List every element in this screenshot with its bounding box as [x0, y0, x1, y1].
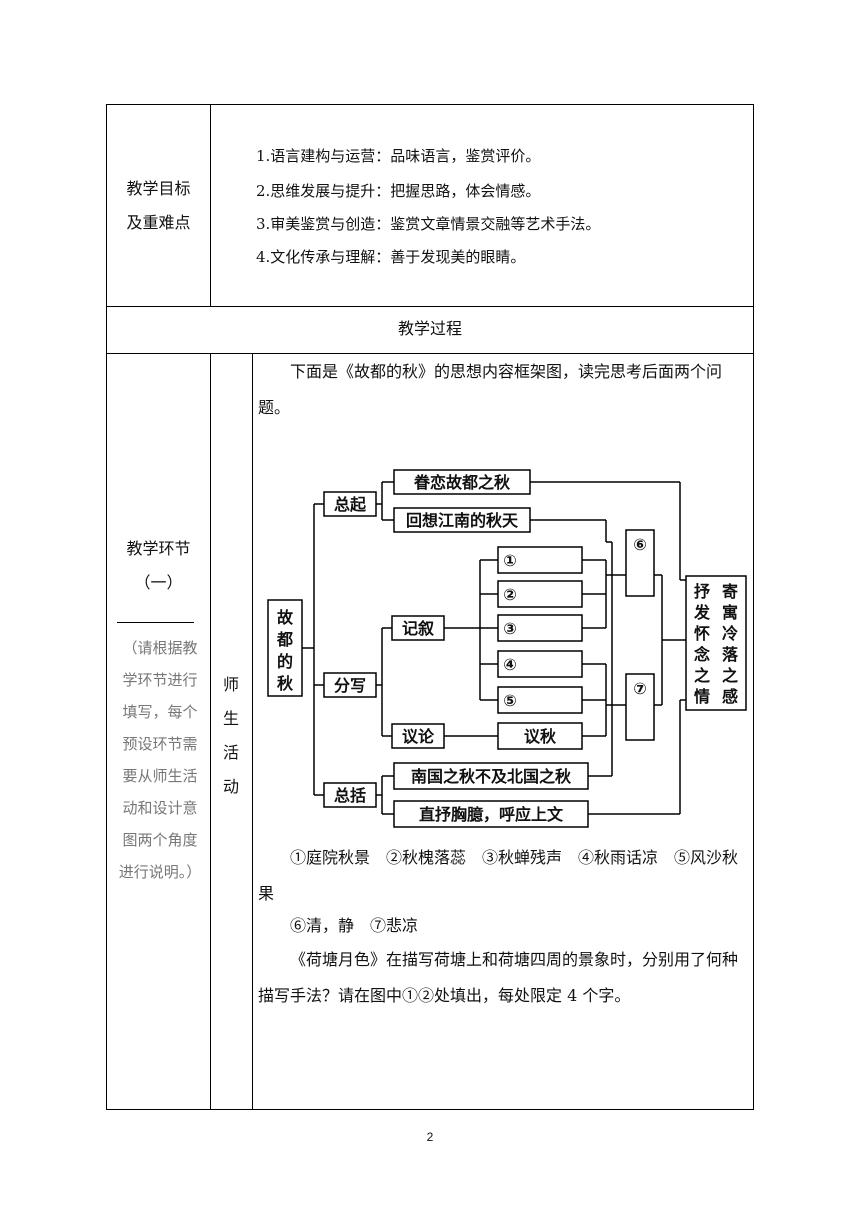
root-char: 秋: [277, 674, 294, 693]
mid-label-6: ⑥: [633, 535, 647, 554]
yilun-box: [391, 723, 445, 749]
section-note: （请根据教 学环节进行 填写，每个 预设环节需 要从师生活 动和设计意 图两个角…: [110, 632, 210, 888]
mid-box-6: [625, 529, 655, 597]
zongqi-box: [323, 491, 377, 517]
answers-line-1: ①庭院秋景 ②秋槐落蕊 ③秋蝉残声 ④秋雨话凉 ⑤风沙秋果: [258, 848, 739, 903]
activity-char: 动: [222, 777, 239, 796]
blank-label-3: ③: [503, 619, 517, 638]
activity-char: 生: [222, 709, 239, 728]
note-line: 图两个角度: [122, 831, 198, 849]
table-border-right: [753, 104, 754, 1110]
goals-label-line2: 及重难点: [126, 213, 191, 232]
answers-line-2: ⑥清，静 ⑦悲凉: [290, 916, 419, 935]
table-row-divider-1: [106, 306, 754, 307]
blank-label-4: ④: [503, 655, 517, 674]
fenxie-label: 分写: [334, 676, 366, 695]
final-col1-char: 怀: [694, 624, 710, 643]
blank-label-1: ①: [503, 551, 517, 570]
table-border-bottom: [106, 1109, 754, 1110]
final-col1-char: 之: [694, 666, 710, 685]
zongkuo-item-box: [393, 762, 589, 790]
section-title-line2: （一）: [134, 573, 183, 592]
final-col2-char: 落: [722, 645, 739, 664]
final-col1-char: 发: [693, 603, 711, 622]
goal-item-1: 1.语言建构与运营：品味语言，鉴赏评价。: [256, 147, 541, 165]
yiqiu-box: [497, 722, 583, 750]
blank-box: [497, 580, 583, 608]
table-border-top: [106, 104, 754, 105]
zongkuo-item-1: 南国之秋不及北国之秋: [411, 767, 572, 786]
final-col2-char: 之: [722, 666, 738, 685]
final-col2-char: 寓: [722, 603, 738, 622]
question-2: 《荷塘月色》在描写荷塘上和荷塘四周的景象时，分别用了何种描写手法？请在图中①②处…: [258, 950, 739, 1005]
table-col-divider-2: [252, 353, 253, 1110]
intro-text: 下面是《故都的秋》的思想内容框架图，读完思考后面两个问题。: [258, 362, 723, 417]
final-col1-char: 念: [693, 645, 711, 664]
blank-box: [497, 614, 583, 642]
final-col2-char: 寄: [722, 582, 738, 601]
blank-label-2: ②: [503, 585, 517, 604]
fenxie-box: [323, 672, 377, 698]
section-title-line1: 教学环节: [126, 539, 191, 558]
table-row-divider-2: [106, 353, 754, 354]
final-col1-char: 情: [694, 687, 710, 706]
goals-label-line1: 教学目标: [126, 179, 191, 198]
goal-item-4: 4.文化传承与理解：善于发现美的眼睛。: [256, 248, 526, 266]
blank-box: [497, 650, 583, 678]
goal-item-3: 3.审美鉴赏与创造：鉴赏文章情景交融等艺术手法。: [256, 215, 601, 233]
root-char: 的: [277, 652, 293, 671]
process-header: 教学过程: [397, 319, 462, 338]
zongkuo-item-2: 直抒胸臆，呼应上文: [419, 805, 564, 824]
activity-char: 活: [222, 743, 239, 762]
zongkuo-box: [323, 782, 377, 808]
mid-box-7: [625, 673, 655, 741]
mid-label-7: ⑦: [633, 679, 647, 698]
page-number: 2: [426, 1130, 434, 1144]
note-line: 要从师生活: [122, 767, 198, 785]
note-line: 学环节进行: [122, 671, 198, 689]
final-col2-char: 冷: [722, 624, 738, 643]
jixu-box: [391, 615, 445, 641]
final-col1-char: 抒: [694, 582, 710, 601]
final-box: [685, 575, 747, 711]
goal-item-2: 2.思维发展与提升：把握思路，体会情感。: [256, 182, 541, 200]
root-char: 都: [276, 630, 293, 649]
root-box: [267, 599, 303, 697]
framework-diagram: 故 都 的 秋 总起 分写 总括 眷恋故都之秋 回想江南的秋天 记叙 议论 ① …: [267, 469, 747, 828]
note-line: 填写，每个: [122, 703, 198, 721]
goals-label: 教学目标 及重难点: [107, 172, 210, 240]
section-divider: [117, 622, 194, 623]
zongqi-label: 总起: [334, 495, 367, 514]
note-line: （请根据教: [122, 639, 198, 657]
zongkuo-item-box: [393, 800, 589, 828]
table-col-divider-1: [210, 353, 211, 1110]
section-title: 教学环节 （一）: [107, 532, 210, 600]
yiqiu-label: 议秋: [524, 727, 557, 746]
blank-label-5: ⑤: [503, 691, 517, 710]
root-char: 故: [277, 608, 294, 627]
note-line: 动和设计意: [122, 799, 198, 817]
blank-box: [497, 546, 583, 574]
jixu-label: 记叙: [402, 619, 434, 638]
zongqi-item-2: 回想江南的秋天: [406, 511, 519, 530]
table-col-divider-goals: [210, 104, 211, 306]
yilun-label: 议论: [402, 727, 435, 746]
activity-char: 师: [222, 675, 239, 694]
zongqi-item-box: [393, 507, 531, 533]
blank-box: [497, 686, 583, 714]
final-col2-char: 感: [722, 687, 738, 706]
activity-label: 师 生 活 动: [221, 668, 241, 804]
zongkuo-label: 总括: [334, 786, 366, 805]
note-line: 进行说明。）: [118, 863, 202, 881]
note-line: 预设环节需: [122, 735, 198, 753]
zongqi-item-1: 眷恋故都之秋: [413, 473, 511, 492]
table-border-left: [106, 104, 107, 1110]
zongqi-item-box: [393, 469, 531, 495]
